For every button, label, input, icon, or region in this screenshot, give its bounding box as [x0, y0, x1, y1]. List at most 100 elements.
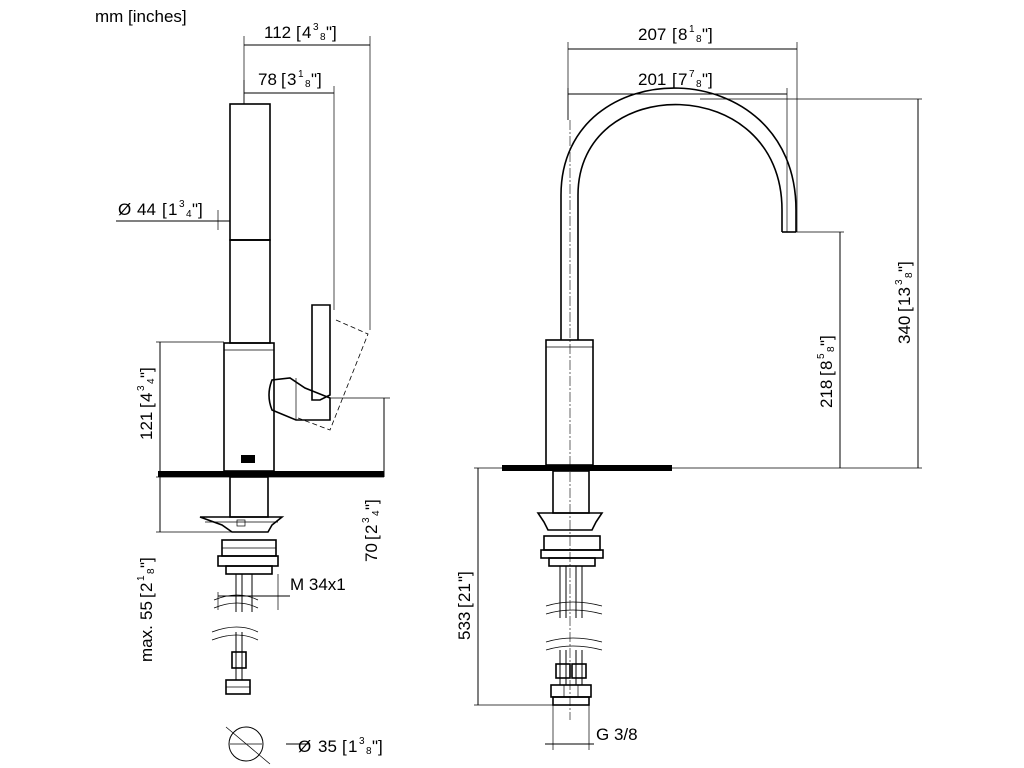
svg-text:[: [	[362, 535, 381, 540]
svg-text:3: 3	[179, 199, 185, 210]
svg-text:8: 8	[696, 34, 702, 45]
svg-text:"]: "]	[702, 25, 713, 44]
side-hoses	[211, 574, 259, 695]
svg-text:201: 201	[638, 70, 666, 89]
svg-text:8: 8	[320, 32, 326, 43]
svg-text:Ø: Ø	[118, 200, 131, 219]
front-hoses	[545, 566, 603, 706]
svg-text:[: [	[137, 593, 156, 598]
svg-text:3: 3	[313, 22, 319, 33]
dim-spout-reach-side: 78 [ 3 1 8 "]	[258, 69, 322, 90]
svg-text:112: 112	[264, 23, 291, 42]
svg-text:8: 8	[146, 568, 157, 574]
svg-text:21: 21	[455, 583, 474, 602]
side-faucet-body	[223, 103, 275, 472]
svg-text:1: 1	[689, 24, 695, 35]
svg-text:4: 4	[137, 393, 156, 402]
dim-hole-diameter: Ø 35 [ 1 3 8 "]	[298, 736, 383, 757]
svg-text:35: 35	[318, 737, 337, 756]
svg-text:[: [	[672, 25, 677, 44]
svg-text:3: 3	[136, 385, 147, 391]
svg-text:[: [	[342, 737, 347, 756]
svg-text:44: 44	[137, 200, 156, 219]
dim-outlet-height: 218 [ 8 5 8 "]	[816, 335, 837, 408]
side-hole-symbol	[225, 726, 271, 765]
svg-text:7: 7	[689, 69, 695, 80]
dim-spout-reach-front: 201 [ 7 7 8 "]	[638, 69, 713, 90]
svg-text:1: 1	[348, 737, 357, 756]
svg-text:[: [	[281, 70, 286, 89]
front-view: 207 [ 8 1 8 "] 201 [ 7 7 8 "] 340 [ 13 3…	[455, 24, 922, 750]
svg-text:[: [	[162, 200, 167, 219]
svg-text:[: [	[672, 70, 677, 89]
dim-total-height: 340 [ 13 3 8 "]	[894, 261, 915, 344]
svg-text:533: 533	[455, 612, 474, 640]
svg-text:3: 3	[361, 517, 372, 523]
svg-text:2: 2	[362, 525, 381, 534]
svg-text:"]: "]	[192, 200, 203, 219]
svg-text:"]: "]	[137, 367, 156, 378]
svg-text:8: 8	[366, 746, 372, 757]
svg-text:8: 8	[305, 79, 311, 90]
svg-text:max.: max.	[137, 625, 156, 662]
svg-text:Ø: Ø	[298, 737, 311, 756]
svg-text:"]: "]	[326, 23, 337, 42]
svg-text:121: 121	[137, 412, 156, 440]
svg-text:4: 4	[186, 209, 192, 220]
side-countertop-plate	[158, 471, 384, 477]
dim-thread: M 34x1	[290, 575, 346, 594]
dim-width-total: 112 [ 4 3 8 "]	[264, 22, 337, 43]
svg-text:[: [	[817, 371, 836, 376]
svg-text:4: 4	[371, 510, 382, 516]
svg-text:340: 340	[895, 316, 914, 344]
svg-text:8: 8	[696, 79, 702, 90]
svg-text:8: 8	[904, 272, 915, 278]
dim-diameter-44: Ø 44 [ 1 3 4 "]	[118, 199, 203, 220]
front-faucet-body	[545, 339, 594, 466]
svg-text:8: 8	[817, 361, 836, 370]
units-label: mm [inches]	[95, 7, 187, 26]
svg-text:8: 8	[826, 346, 837, 352]
svg-text:7: 7	[678, 70, 687, 89]
front-gooseneck-spout	[560, 87, 797, 340]
dim-lever-height: 70 [ 2 3 4 "]	[361, 499, 382, 562]
svg-text:4: 4	[146, 378, 157, 384]
svg-text:55: 55	[137, 601, 156, 620]
svg-text:"]: "]	[702, 70, 713, 89]
dim-overall-reach: 207 [ 8 1 8 "]	[638, 24, 713, 45]
svg-text:3: 3	[287, 70, 296, 89]
svg-text:[: [	[895, 307, 914, 312]
side-view: 112 [ 4 3 8 "] 78 [ 3 1 8 "] Ø 44 [ 1 3 …	[116, 22, 390, 765]
svg-text:"]: "]	[455, 571, 474, 582]
svg-text:3: 3	[359, 736, 365, 747]
svg-text:"]: "]	[362, 499, 381, 510]
svg-text:[: [	[455, 603, 474, 608]
svg-text:5: 5	[816, 353, 827, 359]
svg-text:[: [	[137, 403, 156, 408]
svg-text:1: 1	[168, 200, 177, 219]
svg-text:8: 8	[678, 25, 687, 44]
svg-text:"]: "]	[137, 557, 156, 568]
svg-text:2: 2	[137, 583, 156, 592]
dim-body-height: 121 [ 4 3 4 "]	[136, 367, 157, 440]
svg-text:"]: "]	[372, 737, 383, 756]
svg-text:"]: "]	[895, 261, 914, 272]
svg-text:13: 13	[895, 287, 914, 306]
dim-hose-length: 533 [ 21 "]	[455, 571, 474, 640]
dim-max-thickness: max. 55 [ 2 1 8 "]	[136, 557, 157, 662]
svg-text:[: [	[296, 23, 301, 42]
svg-text:4: 4	[302, 23, 311, 42]
svg-text:218: 218	[817, 380, 836, 408]
svg-text:"]: "]	[311, 70, 322, 89]
side-mounting-hardware	[199, 476, 285, 575]
svg-text:3: 3	[894, 279, 905, 285]
svg-text:207: 207	[638, 25, 666, 44]
svg-text:78: 78	[258, 70, 277, 89]
side-lever-handle	[268, 304, 369, 431]
front-countertop-plate	[502, 465, 672, 471]
svg-text:70: 70	[362, 543, 381, 562]
svg-text:1: 1	[298, 69, 304, 80]
front-mounting-hardware	[536, 470, 604, 567]
dim-connection: G 3/8	[596, 725, 638, 744]
